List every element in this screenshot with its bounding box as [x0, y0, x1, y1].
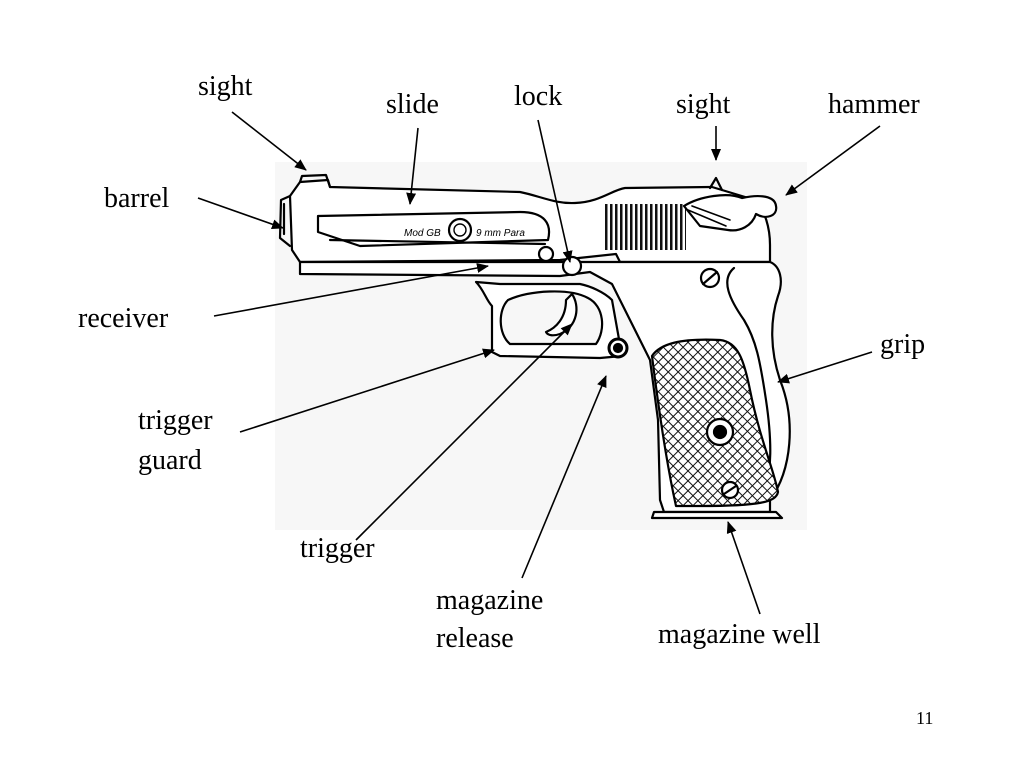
engraving-caliber: 9 mm Para	[476, 228, 525, 239]
label-receiver: receiver	[78, 303, 169, 334]
page-number: 11	[916, 708, 934, 728]
leader-slide	[406, 127, 419, 205]
rear-sight-shape	[708, 176, 724, 192]
leader-lock	[537, 119, 573, 263]
label-grip: grip	[880, 329, 926, 360]
label-sight-rear: sight	[676, 89, 731, 120]
lock-button	[561, 255, 583, 277]
leader-trigger	[355, 323, 573, 541]
label-trigger-guard-line2: guard	[138, 445, 202, 476]
leader-grip	[777, 351, 873, 384]
label-trigger-guard-line1: trigger	[138, 405, 213, 436]
label-magazine-release-line2: release	[436, 623, 514, 654]
leader-trigger-guard	[239, 348, 495, 433]
leader-receiver	[213, 263, 489, 317]
leader-barrel	[197, 197, 284, 230]
label-slide: slide	[386, 89, 439, 120]
slide-serrations	[604, 204, 686, 250]
label-magazine-release-line1: magazine	[436, 585, 544, 616]
leader-hammer	[785, 125, 881, 196]
leader-sight-front	[231, 111, 307, 171]
label-sight-front: sight	[198, 71, 253, 102]
label-lock: lock	[514, 81, 563, 112]
engraving-model: Mod GB	[404, 228, 441, 239]
pistol-drawing	[278, 173, 791, 520]
label-barrel: barrel	[104, 183, 170, 214]
trigger-guard-shape	[474, 280, 624, 360]
front-sight-shape	[298, 173, 332, 189]
magazine-base	[650, 510, 784, 520]
label-hammer: hammer	[828, 89, 920, 120]
leader-magazine-well	[726, 521, 761, 615]
hammer-shape	[682, 194, 778, 232]
leader-magazine-release	[521, 375, 607, 579]
label-magazine-well: magazine well	[658, 619, 821, 650]
muzzle-shape	[278, 194, 292, 248]
label-trigger: trigger	[300, 533, 375, 564]
